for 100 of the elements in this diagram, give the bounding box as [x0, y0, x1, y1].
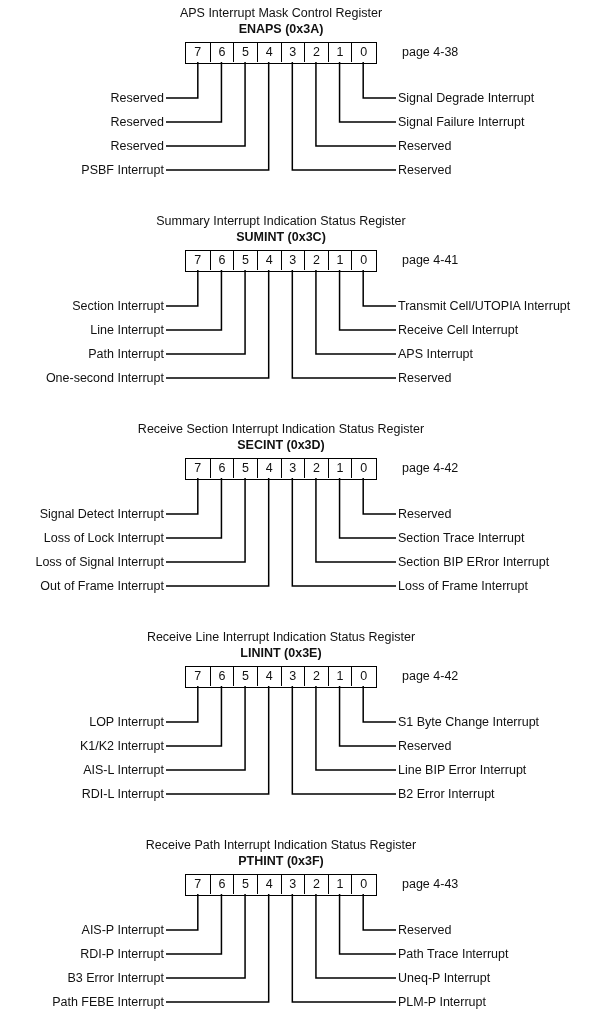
field-label: Signal Detect Interrupt: [39, 506, 164, 522]
field-label: Section Interrupt: [72, 298, 164, 314]
bit-cell: 1: [327, 43, 352, 62]
bit-cell: 2: [304, 459, 328, 478]
leader-line: [291, 685, 397, 795]
field-label: Out of Frame Interrupt: [40, 578, 164, 594]
field-label: Reserved: [398, 162, 452, 178]
field-label: Reserved: [110, 114, 164, 130]
field-label: Reserved: [398, 370, 452, 386]
register-title: Receive Line Interrupt Indication Status Register: [145, 630, 417, 645]
bit-cell: 0: [351, 875, 375, 894]
field-label: B2 Error Interrupt: [398, 786, 495, 802]
field-label: LOP Interrupt: [89, 714, 164, 730]
bit-cell: 5: [233, 459, 257, 478]
bit-cell: 0: [351, 459, 375, 478]
leader-line: [165, 269, 246, 355]
bit-cell: 5: [233, 667, 257, 686]
leader-line: [165, 61, 270, 171]
leader-line: [338, 477, 397, 539]
field-label: Reserved: [110, 90, 164, 106]
leader-line: [362, 685, 397, 723]
leader-line: [338, 61, 397, 123]
page-reference: page 4-42: [402, 668, 459, 684]
field-label: Line Interrupt: [90, 322, 164, 338]
bit-cell: 4: [256, 251, 281, 270]
leader-line: [291, 893, 397, 1003]
field-label: Signal Failure Interrupt: [398, 114, 525, 130]
leader-line: [165, 61, 199, 99]
leader-line: [165, 685, 199, 723]
leader-line: [165, 685, 270, 795]
leader-line: [338, 269, 397, 331]
bit-cell: 4: [256, 667, 281, 686]
field-label: Path FEBE Interrupt: [52, 994, 164, 1010]
register-title: Receive Section Interrupt Indication Status Register: [136, 422, 426, 437]
bit-cell: 7: [186, 667, 210, 686]
leader-line: [165, 61, 246, 147]
bit-cell: 5: [233, 875, 257, 894]
page-reference: page 4-42: [402, 460, 459, 476]
bit-cell: 7: [186, 459, 210, 478]
field-label: Reserved: [110, 138, 164, 154]
leader-line: [165, 685, 246, 771]
bit-cell: 7: [186, 43, 210, 62]
field-label: Loss of Signal Interrupt: [35, 554, 164, 570]
bit-cell: 1: [327, 251, 352, 270]
leader-line: [362, 477, 397, 515]
leader-line: [338, 685, 397, 747]
bit-cell: 2: [304, 875, 328, 894]
register-name: PTHINT (0x3F): [237, 854, 325, 869]
leader-line: [165, 269, 270, 379]
register-title: Receive Path Interrupt Indication Status Register: [144, 838, 418, 853]
field-label: AIS-P Interrupt: [81, 922, 164, 938]
bit-cell: 0: [351, 251, 375, 270]
leader-line: [165, 685, 223, 747]
field-label: Line BIP Error Interrupt: [398, 762, 527, 778]
register-name: LININT (0x3E): [239, 646, 323, 661]
bit-cell: 2: [304, 667, 328, 686]
bit-cell: 5: [233, 251, 257, 270]
register-name: SECINT (0x3D): [236, 438, 326, 453]
leader-line: [165, 477, 199, 515]
field-label: RDI-P Interrupt: [80, 946, 164, 962]
field-label: Loss of Frame Interrupt: [398, 578, 528, 594]
register-name: SUMINT (0x3C): [235, 230, 327, 245]
field-label: One-second Interrupt: [45, 370, 164, 386]
leader-line: [165, 477, 246, 563]
leader-line: [291, 269, 397, 379]
bit-cell: 6: [209, 875, 234, 894]
leader-line: [165, 893, 270, 1003]
leader-line: [291, 477, 397, 587]
bit-cell: 4: [256, 459, 281, 478]
leader-line: [362, 893, 397, 931]
bit-cell: 1: [327, 667, 352, 686]
bit-cell: 6: [209, 43, 234, 62]
field-label: Path Interrupt: [88, 346, 164, 362]
bit-cell: 1: [327, 875, 352, 894]
leader-line: [165, 477, 270, 587]
field-label: Section BIP ERror Interrupt: [398, 554, 550, 570]
leader-line: [315, 61, 397, 147]
field-label: Reserved: [398, 506, 452, 522]
field-label: Reserved: [398, 738, 452, 754]
page-reference: page 4-43: [402, 876, 459, 892]
field-label: PSBF Interrupt: [81, 162, 164, 178]
field-label: PLM-P Interrupt: [398, 994, 486, 1010]
leader-line: [315, 477, 397, 563]
field-label: Signal Degrade Interrupt: [398, 90, 535, 106]
bit-cell: 2: [304, 43, 328, 62]
bit-cell: 0: [351, 43, 375, 62]
bit-cell: 2: [304, 251, 328, 270]
bit-cell: 6: [209, 459, 234, 478]
field-label: AIS-L Interrupt: [83, 762, 164, 778]
bit-cell: 3: [280, 251, 305, 270]
leader-line: [315, 269, 397, 355]
bit-cell: 5: [233, 43, 257, 62]
register-title: Summary Interrupt Indication Status Register: [155, 214, 407, 229]
field-label: Section Trace Interrupt: [398, 530, 525, 546]
bit-cell: 7: [186, 251, 210, 270]
leader-line: [165, 269, 223, 331]
leader-line: [165, 893, 246, 979]
page-reference: page 4-41: [402, 252, 459, 268]
field-label: RDI-L Interrupt: [81, 786, 164, 802]
field-label: K1/K2 Interrupt: [79, 738, 164, 754]
